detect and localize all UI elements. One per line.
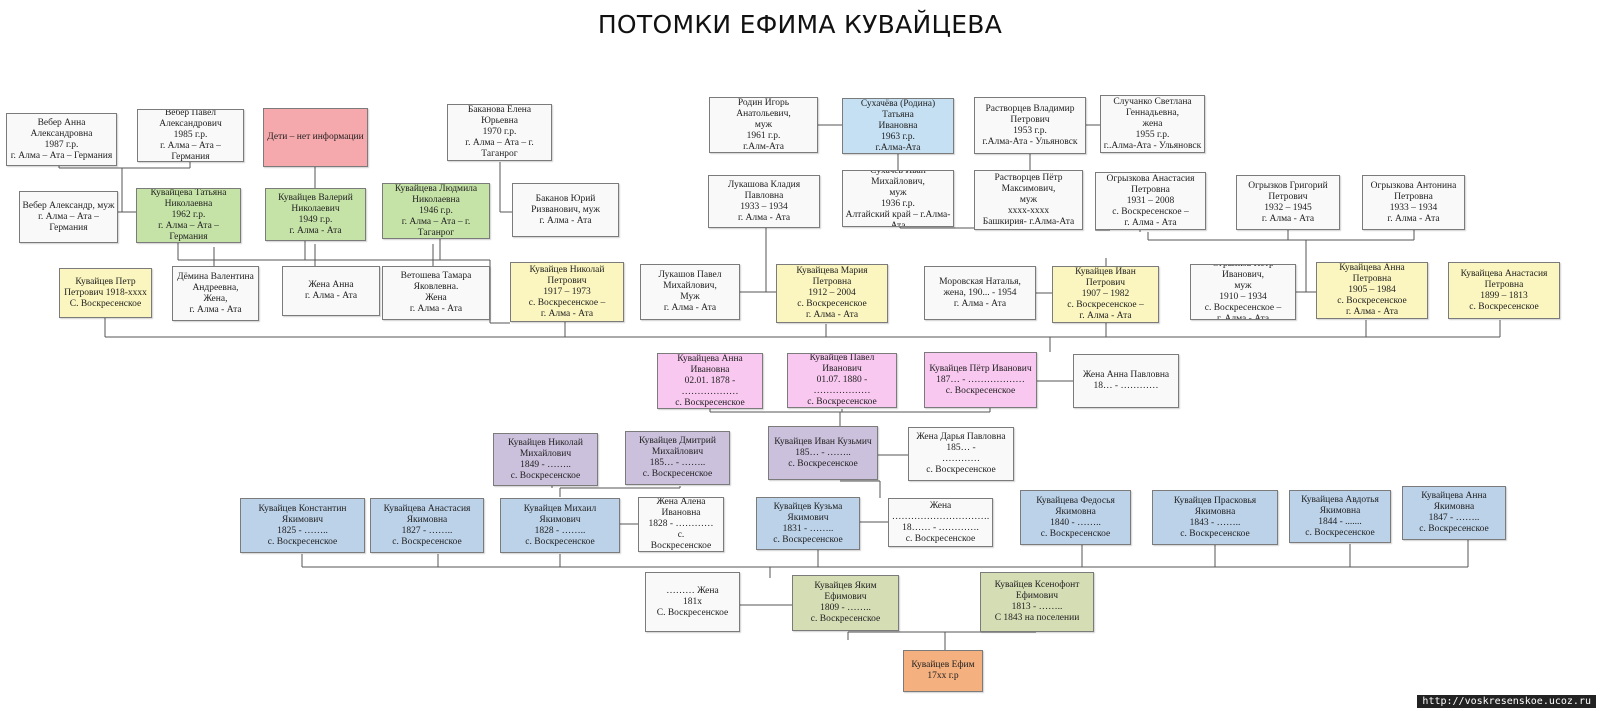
node-wife-anna-pavlovna: Жена Анна Павловна 18… - ………… <box>1073 354 1179 408</box>
node-nikolai-petrovich: Кувайцев Николай Петрович 1917 – 1973 с.… <box>510 262 624 322</box>
node-no-children: Дети – нет информации <box>263 108 368 167</box>
node-avdotya-yakimovna: Кувайцева Авдотья Якимовна 1844 - ......… <box>1289 490 1391 543</box>
node-pavel-ivanovich: Кувайцев Павел Иванович 01.07. 1880 - ……… <box>787 353 897 408</box>
node-fedosya-yakimovna: Кувайцева Федосья Якимовна 1840 - …….. с… <box>1020 490 1131 545</box>
node-rodin-igor: Родин Игорь Анатольевич, муж 1961 г.р. г… <box>709 97 818 153</box>
node-ksenofont-efimovich: Кувайцев Ксенофонт Ефимович 1813 - …….. … <box>980 572 1094 632</box>
node-lukashova-kladia: Лукашова Кладия Павловна 1933 – 1934 г. … <box>708 175 820 228</box>
node-tatyana-nikolaevna: Кувайцева Татьяна Николаевна 1962 г.р. г… <box>136 188 241 243</box>
node-ivan-petrovich: Кувайцев Иван Петрович 1907 – 1982 с. Во… <box>1052 266 1159 323</box>
node-wife-anna: Жена Анна г. Алма - Ата <box>282 266 380 316</box>
node-bakanov-yuri: Баканов Юрий Ризванович, муж г. Алма - А… <box>512 183 619 237</box>
node-ogryzkova-anastasia: Огрызкова Анастасия Петровна 1931 – 2008… <box>1095 172 1206 230</box>
node-vetosheva-tamara: Ветошева Тамара Яковлевна. Жена г. Алма … <box>382 266 490 320</box>
node-anastasia-petrovna: Кувайцева Анастасия Петровна 1899 – 1813… <box>1448 262 1560 319</box>
node-efim-root: Кувайцев Ефим 17хх г.р <box>903 650 983 692</box>
node-veber-pavel: Вебер Павел Александрович 1985 г.р. г. А… <box>137 109 244 162</box>
node-anna-petrovna: Кувайцева Анна Петровна 1905 – 1984 с. В… <box>1316 262 1428 319</box>
node-anna-yakimovna: Кувайцева Анна Якимовна 1847 - …….. с. В… <box>1402 486 1506 540</box>
node-demina-valentina: Дёмина Валентина Андреевна, Жена, г. Алм… <box>172 266 259 321</box>
node-wife-unknown: Жена …………………………. 18…… - …………. с. Воскрес… <box>888 498 993 547</box>
node-yakim-efimovich: Кувайцев Яким Ефимович 1809 - …….. с. Во… <box>792 575 899 631</box>
node-sukhachev-ivan: Сухачёв Иван Михайлович, муж 1936 г.р. А… <box>842 170 954 227</box>
node-wife-181x: ……… Жена 181х С. Воскресенское <box>645 572 740 632</box>
node-wife-darya-pavlovna: Жена Дарья Павловна 185… - ………… с. Воскр… <box>908 427 1014 481</box>
site-url: http://voskresenskoe.ucoz.ru <box>1417 695 1596 708</box>
node-ogryzkov-grigory: Огрызков Григорий Петрович 1932 – 1945 г… <box>1236 175 1340 230</box>
node-rastvortsev-petr: Растворцев Пётр Максимович, муж хххх-ххх… <box>974 170 1083 230</box>
node-anna-ivanovna: Кувайцева Анна Ивановна 02.01. 1878 - ……… <box>657 353 763 409</box>
node-ogryzkov-petr: Огрызков Пётр Иванович, муж 1910 – 1934 … <box>1190 264 1296 320</box>
node-valery-nikolaevich: Кувайцев Валерий Николаевич 1949 г.р. г.… <box>265 188 366 241</box>
node-sukhacheva-tatyana: Сухачёва (Родина) Татьяна Ивановна 1963 … <box>842 98 954 154</box>
node-dmitry-mikhailovich: Кувайцев Дмитрий Михайлович 185… - …….. … <box>625 431 730 485</box>
node-ivan-kuzmich: Кувайцев Иван Кузьмич 185… - …….. с. Вос… <box>768 426 878 480</box>
node-veber-alexander: Вебер Александр, муж г. Алма – Ата – Гер… <box>19 191 118 243</box>
node-nikolai-mikhailovich: Кувайцев Николай Михайлович 1849 - …….. … <box>493 433 598 486</box>
node-mikhail-yakimovich: Кувайцев Михаил Якимович 1828 - …….. с. … <box>500 498 620 553</box>
node-kuzma-yakimovich: Кувайцев Кузьма Якимович 1831 - …….. с. … <box>756 497 860 550</box>
node-morovskaya-natalya: Моровская Наталья, жена, 190... - 1954 г… <box>924 266 1036 320</box>
node-lyudmila-nikolaevna: Кувайцева Людмила Николаевна 1946 г.р. г… <box>382 183 490 239</box>
node-anastasia-yakimovna: Кувайцева Анастасия Якимовна 1827 - ……..… <box>370 498 484 553</box>
node-lukashov-pavel: Лукашов Павел Михайлович, Муж г. Алма - … <box>640 264 740 320</box>
node-maria-petrovna: Кувайцева Мария Петровна 1912 – 2004 с. … <box>776 264 888 323</box>
node-rastvortsev-vladimir: Растворцев Владимир Петрович 1953 г.р. г… <box>974 97 1086 154</box>
node-ogryzkova-antonina: Огрызкова Антонина Петровна 1933 – 1934 … <box>1362 175 1465 230</box>
node-wife-alena-ivanovna: Жена Алена Ивановна 1828 - ………… с. Воскр… <box>638 497 724 552</box>
node-praskovya-yakimovna: Кувайцев Прасковья Якимовна 1843 - …….. … <box>1152 490 1278 545</box>
node-veber-anna: Вебер Анна Александровна 1987 г.р. г. Ал… <box>6 113 117 166</box>
node-petr-petrovich: Кувайцев Петр Петрович 1918-хххх С. Воск… <box>59 268 152 318</box>
node-bakanova-elena: Баканова Елена Юрьевна 1970 г.р. г. Алма… <box>447 104 552 161</box>
node-sluchanko-svetlana: Случанко Светлана Геннадьевна, жена 1955… <box>1100 95 1205 153</box>
node-konstantin-yakimovich: Кувайцев Константин Якимович 1825 - ……..… <box>240 498 365 553</box>
page-title: ПОТОМКИ ЕФИМА КУВАЙЦЕВА <box>597 10 1003 39</box>
node-petr-ivanovich: Кувайцев Пётр Иванович 187… - ……………… с. … <box>924 352 1037 408</box>
